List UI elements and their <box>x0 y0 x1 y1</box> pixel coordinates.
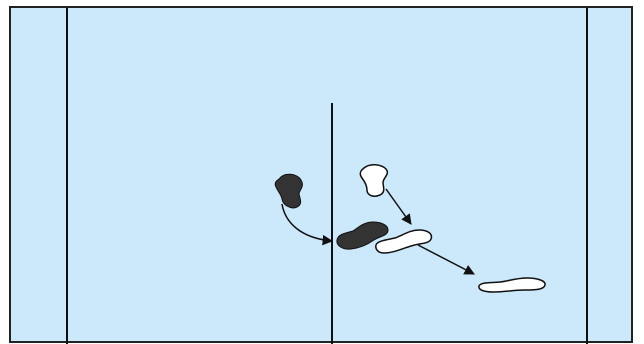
background-panel <box>10 7 632 342</box>
